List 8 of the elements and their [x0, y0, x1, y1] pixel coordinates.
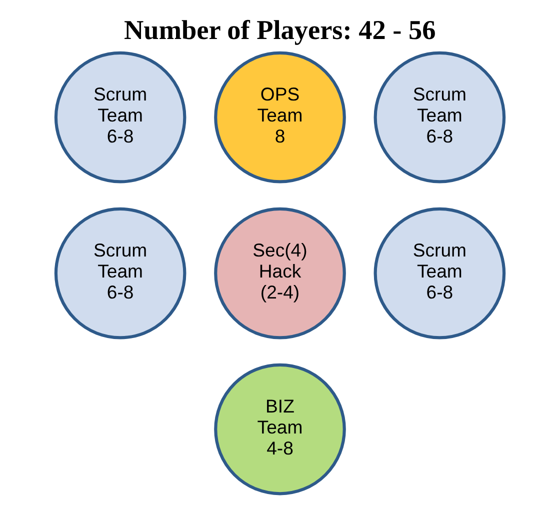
node-circle: Scrum Team 6-8	[373, 207, 506, 340]
node-circle: BIZ Team 4-8	[214, 363, 346, 496]
node-circle: OPS Team 8	[214, 51, 346, 184]
diagram-title: Number of Players: 42 - 56	[124, 14, 436, 45]
node-circle: Scrum Team 6-8	[373, 51, 506, 184]
node-circle: Sec(4) Hack (2-4)	[214, 207, 346, 340]
node-circle: Scrum Team 6-8	[54, 51, 186, 184]
node-circle: Scrum Team 6-8	[54, 207, 186, 340]
